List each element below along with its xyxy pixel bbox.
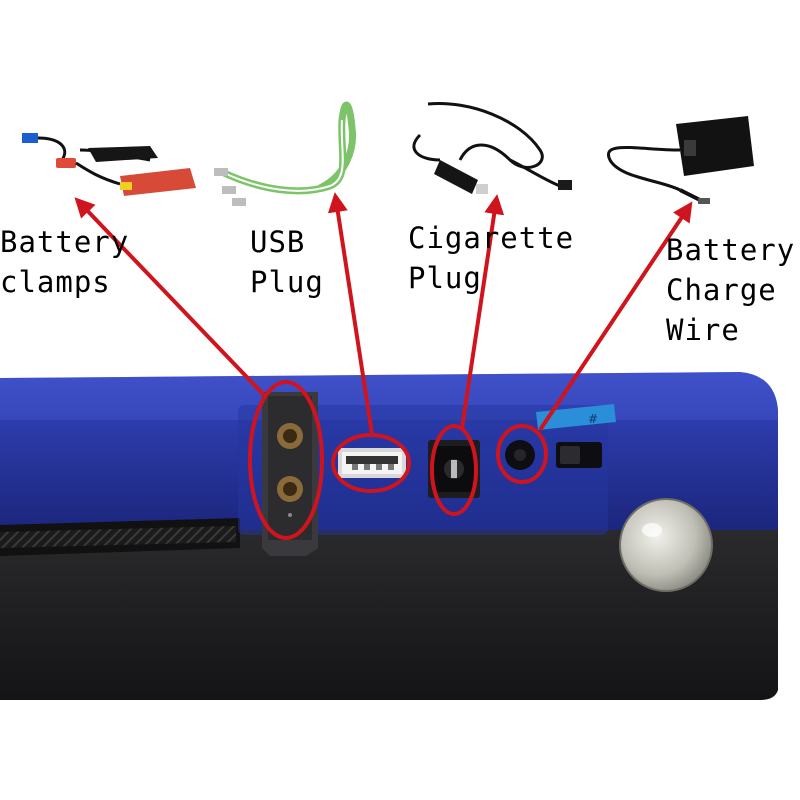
battery-clamps-accessory <box>22 133 196 196</box>
label-battery-charge-wire-line1: Battery <box>666 233 796 267</box>
highlight-markers <box>248 380 548 540</box>
usb-port <box>338 448 406 478</box>
highlight-battery-clamp-port <box>248 380 324 540</box>
usb-cable-accessory <box>214 101 357 206</box>
label-battery-clamps-line1: Battery <box>0 225 130 259</box>
charge-port <box>505 440 535 470</box>
highlight-usb-port <box>331 433 411 493</box>
label-usb-plug-line1: USB <box>250 225 306 259</box>
pointer-arrows <box>74 192 693 435</box>
arrow-usb-plug <box>327 192 374 435</box>
label-battery-clamps-line2: clamps <box>0 265 111 299</box>
label-battery-charge-wire-line3: Wire <box>666 313 740 347</box>
cigarette-plug-accessory <box>412 101 572 194</box>
arrow-battery-clamps <box>74 197 266 397</box>
label-battery-charge-wire: Battery Charge Wire <box>666 230 795 350</box>
battery-clamp-port <box>262 392 318 556</box>
label-battery-clamps: Battery clamps <box>0 222 129 302</box>
arrow-battery-charge-wire <box>538 201 693 432</box>
highlight-charge-port <box>496 424 548 484</box>
label-usb-plug: USB Plug <box>250 222 324 302</box>
arrow-cigarette-plug <box>460 194 505 429</box>
label-cigarette-plug-line2: Plug <box>408 261 482 295</box>
label-cigarette-plug-line1: Cigarette <box>408 221 575 255</box>
label-usb-plug-line2: Plug <box>250 265 324 299</box>
sticker-text: # <box>588 412 598 426</box>
label-cigarette-plug: Cigarette Plug <box>408 218 574 298</box>
power-switch <box>556 442 602 468</box>
cigarette-port <box>428 440 480 498</box>
label-battery-charge-wire-line2: Charge <box>666 273 777 307</box>
highlight-cigarette-port <box>430 424 478 516</box>
wall-charger-accessory <box>607 116 754 204</box>
rubber-foot <box>619 498 713 592</box>
blue-sticker: # <box>536 404 616 430</box>
